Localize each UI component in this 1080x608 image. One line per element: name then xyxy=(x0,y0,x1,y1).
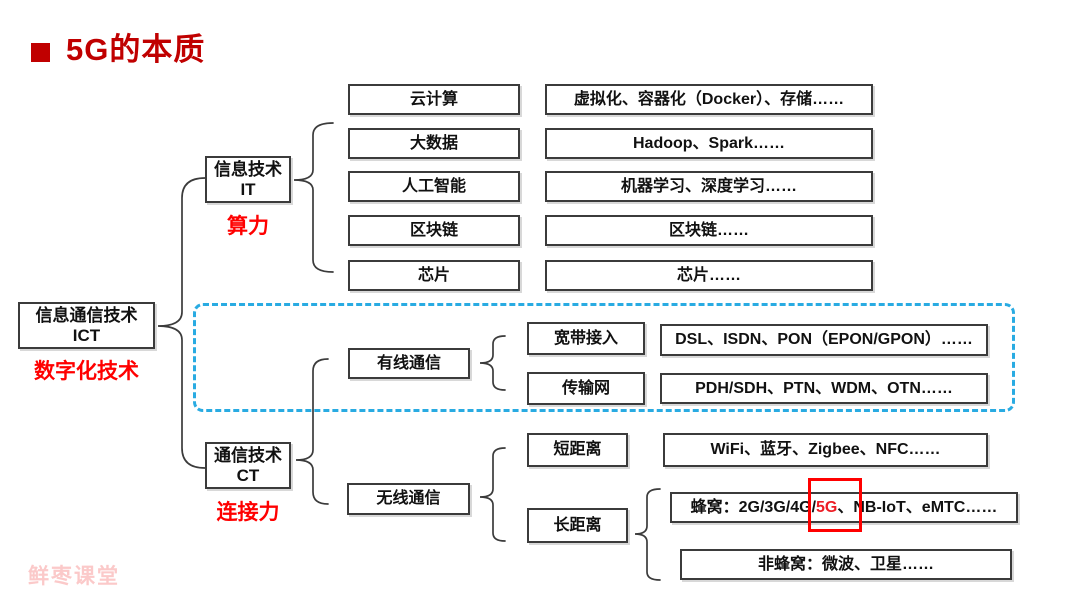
detail-cloud-computing: 虚拟化、容器化（Docker）、存储…… xyxy=(545,84,873,115)
brace-ict-children xyxy=(157,177,206,469)
detail-broadband-access: DSL、ISDN、PON（EPON/GPON）…… xyxy=(660,324,988,356)
node-ct: 通信技术 CT xyxy=(205,442,291,489)
node-ict-line1: 信息通信技术 xyxy=(35,305,138,325)
node-it-line1: 信息技术 xyxy=(214,159,282,179)
node-blockchain: 区块链 xyxy=(348,215,520,246)
node-chip: 芯片 xyxy=(348,260,520,291)
detail-non-cellular: 非蜂窝：微波、卫星…… xyxy=(680,549,1012,580)
detail-blockchain: 区块链…… xyxy=(545,215,873,246)
5g-highlight-red-box xyxy=(808,478,862,532)
annotation-computing-power: 算力 xyxy=(227,215,269,238)
node-ai: 人工智能 xyxy=(348,171,520,202)
node-long-range: 长距离 xyxy=(527,508,628,543)
brace-wired-children xyxy=(479,335,506,391)
brace-wireless-children xyxy=(479,447,506,542)
brace-longrange-children xyxy=(634,488,661,581)
node-cloud-computing: 云计算 xyxy=(348,84,520,115)
detail-transport-network: PDH/SDH、PTN、WDM、OTN…… xyxy=(660,373,988,404)
node-transport-network: 传输网 xyxy=(527,372,645,405)
detail-short-range: WiFi、蓝牙、Zigbee、NFC…… xyxy=(663,433,988,467)
node-ict: 信息通信技术 ICT xyxy=(18,302,155,349)
detail-big-data: Hadoop、Spark…… xyxy=(545,128,873,159)
annotation-digital-tech: 数字化技术 xyxy=(34,360,139,383)
cellular-text-prefix: 蜂窝：2G/3G/4G/ xyxy=(690,498,817,516)
page-title: 5G的本质 xyxy=(66,32,206,67)
cellular-5g-highlight: 5G xyxy=(816,498,838,516)
title-bullet-square xyxy=(31,43,50,62)
annotation-connectivity: 连接力 xyxy=(216,501,280,524)
node-ct-line1: 通信技术 xyxy=(214,445,282,465)
detail-ai: 机器学习、深度学习…… xyxy=(545,171,873,202)
detail-cellular: 蜂窝：2G/3G/4G/5G、NB-IoT、eMTC…… xyxy=(670,492,1018,523)
brace-it-children xyxy=(293,122,334,273)
detail-chip: 芯片…… xyxy=(545,260,873,291)
node-short-range: 短距离 xyxy=(527,433,628,467)
node-ict-line2: ICT xyxy=(72,325,101,345)
node-broadband-access: 宽带接入 xyxy=(527,322,645,355)
node-wireless-comm: 无线通信 xyxy=(347,483,470,515)
node-it-line2: IT xyxy=(240,179,256,199)
watermark-xianzao-classroom: 鲜枣课堂 xyxy=(28,565,120,588)
cellular-text-suffix: 、NB-IoT、eMTC…… xyxy=(837,498,998,516)
node-it: 信息技术 IT xyxy=(205,156,291,203)
node-ct-line2: CT xyxy=(236,465,260,485)
node-big-data: 大数据 xyxy=(348,128,520,159)
brace-ct-children xyxy=(295,358,329,505)
wired-highlight-dashed-box xyxy=(193,303,1015,412)
node-wired-comm: 有线通信 xyxy=(348,348,470,379)
